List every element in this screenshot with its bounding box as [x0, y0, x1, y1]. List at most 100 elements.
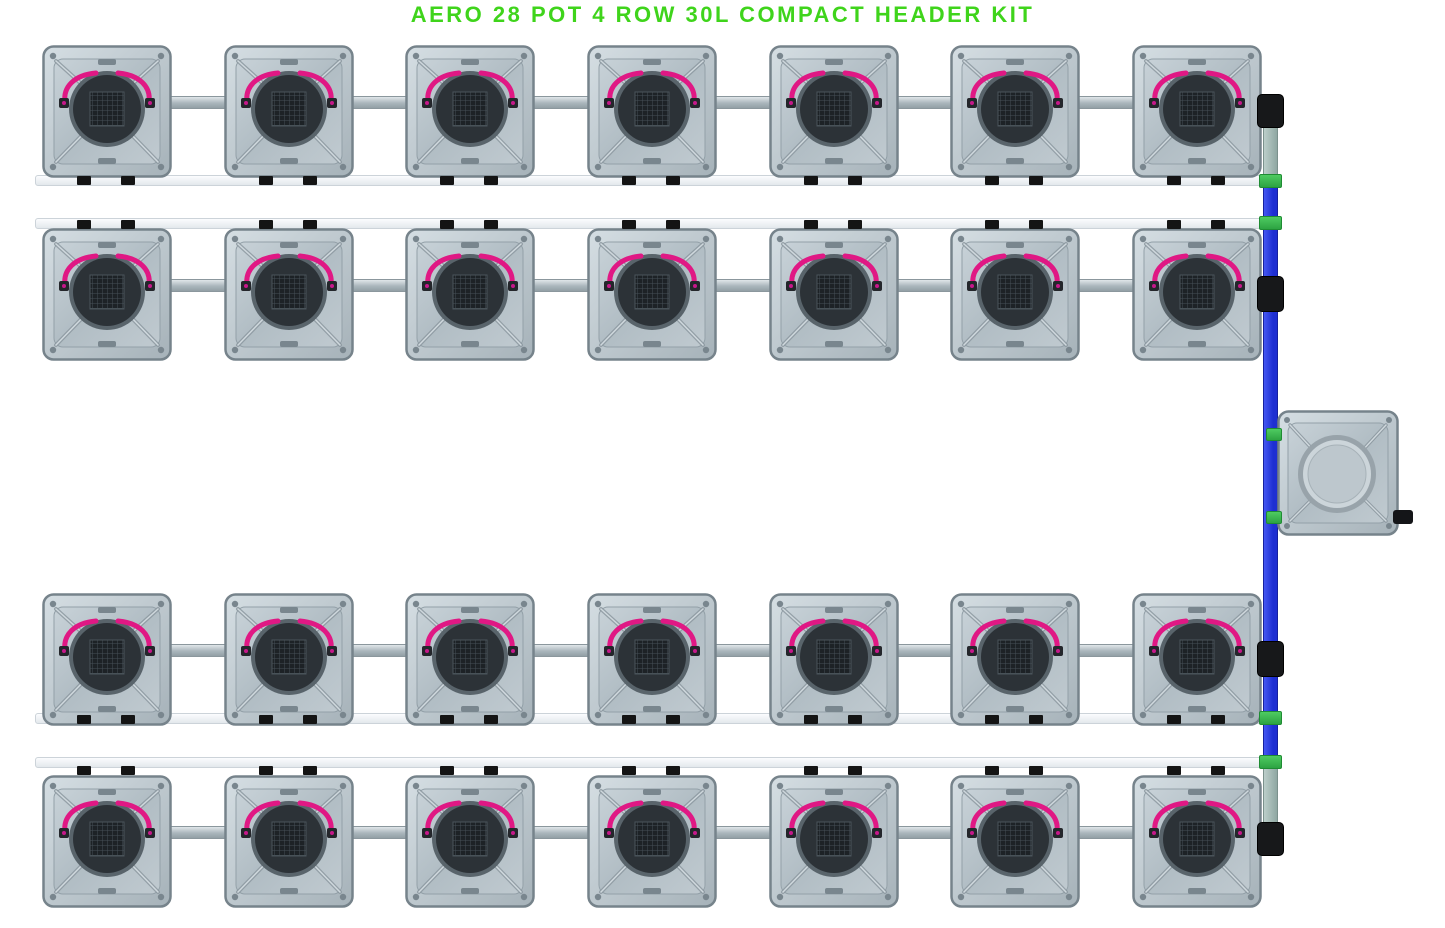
pot-bottom-clip-icon [280, 706, 298, 712]
pot-foot-icon [622, 766, 636, 775]
pot [405, 593, 535, 726]
mesh-basket-icon [1179, 91, 1215, 127]
pot-foot-icon [77, 220, 91, 229]
mesh-basket-icon [634, 821, 670, 857]
pot [950, 593, 1080, 726]
pot-foot-icon [259, 766, 273, 775]
pot-graphic [950, 228, 1080, 361]
pot-graphic [950, 775, 1080, 908]
pot-foot-icon [666, 176, 680, 185]
pot [42, 228, 172, 361]
pot-foot-icon [804, 176, 818, 185]
pot-foot-icon [259, 715, 273, 724]
pot-bottom-clip-icon [461, 706, 479, 712]
pot-graphic [950, 45, 1080, 178]
pot-top-clip-icon [1188, 607, 1206, 613]
pot-foot-icon [985, 176, 999, 185]
pot-bottom-clip-icon [1006, 158, 1024, 164]
pot-foot-icon [1029, 715, 1043, 724]
support-rail [35, 757, 1272, 768]
pot-foot-icon [1029, 220, 1043, 229]
reservoir-fitting [1266, 511, 1282, 524]
pot-foot-icon [259, 220, 273, 229]
pot-top-clip-icon [280, 59, 298, 65]
mesh-basket-icon [452, 639, 488, 675]
pot-bottom-clip-icon [825, 158, 843, 164]
manifold-fitting [1259, 174, 1282, 188]
pot-graphic [42, 775, 172, 908]
pot-foot-icon [121, 176, 135, 185]
pot-graphic [405, 775, 535, 908]
pot-foot-icon [121, 220, 135, 229]
mesh-basket-icon [816, 91, 852, 127]
pot-bottom-clip-icon [98, 888, 116, 894]
pot-bottom-clip-icon [643, 706, 661, 712]
reservoir-spigot-icon [1393, 510, 1413, 524]
pot-bottom-clip-icon [461, 888, 479, 894]
pot [1132, 593, 1262, 726]
pot-top-clip-icon [280, 607, 298, 613]
pot [405, 45, 535, 178]
pot-top-clip-icon [1188, 789, 1206, 795]
pot [1132, 228, 1262, 361]
pot-top-clip-icon [643, 59, 661, 65]
mesh-basket-icon [1179, 274, 1215, 310]
mesh-basket-icon [1179, 821, 1215, 857]
pot-foot-icon [666, 766, 680, 775]
pot-top-clip-icon [1188, 59, 1206, 65]
pot-top-clip-icon [98, 242, 116, 248]
pot-foot-icon [303, 715, 317, 724]
pot [769, 228, 899, 361]
pot [224, 228, 354, 361]
pot-bottom-clip-icon [1006, 888, 1024, 894]
pot-bottom-clip-icon [1188, 706, 1206, 712]
pot-graphic [769, 593, 899, 726]
pot-top-clip-icon [461, 59, 479, 65]
pot-foot-icon [484, 220, 498, 229]
pot-foot-icon [804, 220, 818, 229]
pot-top-clip-icon [461, 789, 479, 795]
pot-graphic [42, 593, 172, 726]
pot [769, 45, 899, 178]
pot-graphic [42, 45, 172, 178]
pot-top-clip-icon [98, 59, 116, 65]
mesh-basket-icon [271, 91, 307, 127]
pot [224, 775, 354, 908]
pot-foot-icon [121, 766, 135, 775]
pot-bottom-clip-icon [461, 341, 479, 347]
pot [1132, 775, 1262, 908]
pot-foot-icon [985, 766, 999, 775]
pot-foot-icon [985, 715, 999, 724]
reservoir-graphic [1277, 410, 1399, 536]
pot-bottom-clip-icon [280, 341, 298, 347]
manifold-tee [1257, 276, 1284, 312]
pot-foot-icon [1167, 176, 1181, 185]
pot-foot-icon [1167, 220, 1181, 229]
mesh-basket-icon [997, 639, 1033, 675]
manifold-elbow-top [1257, 94, 1284, 128]
pot-foot-icon [1029, 766, 1043, 775]
pot-foot-icon [121, 715, 135, 724]
pot [950, 45, 1080, 178]
mesh-basket-icon [816, 274, 852, 310]
pot-foot-icon [666, 715, 680, 724]
pot-graphic [224, 593, 354, 726]
pot-bottom-clip-icon [1188, 341, 1206, 347]
pot-graphic [587, 228, 717, 361]
pot-bottom-clip-icon [825, 888, 843, 894]
pot-top-clip-icon [643, 242, 661, 248]
pot-foot-icon [303, 766, 317, 775]
pot-graphic [1132, 228, 1262, 361]
pot-foot-icon [1167, 715, 1181, 724]
pot-foot-icon [848, 715, 862, 724]
pot-top-clip-icon [280, 242, 298, 248]
pot-foot-icon [77, 176, 91, 185]
pot-graphic [1132, 45, 1262, 178]
pot-foot-icon [1211, 766, 1225, 775]
mesh-basket-icon [452, 821, 488, 857]
pot-foot-icon [303, 220, 317, 229]
pot-bottom-clip-icon [643, 158, 661, 164]
pot-bottom-clip-icon [643, 341, 661, 347]
pot-top-clip-icon [825, 607, 843, 613]
